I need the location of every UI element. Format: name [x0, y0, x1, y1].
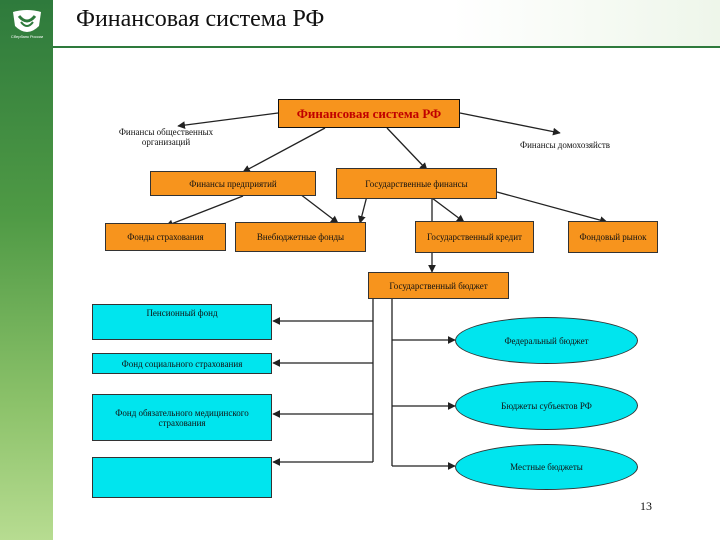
link-root-households	[459, 112, 561, 136]
node-state-credit: Государственный кредит	[415, 221, 534, 253]
node-enterprises: Финансы предприятий	[150, 171, 316, 196]
slide-title: Финансовая система РФ	[76, 6, 325, 32]
header-divider	[53, 46, 720, 48]
sidebar-strip: Сбербанк России	[0, 0, 53, 540]
node-state-budget: Государственный бюджет	[368, 272, 509, 299]
budget-local: Местные бюджеты	[455, 444, 638, 490]
node-extrabudgetary-funds: Внебюджетные фонды	[235, 222, 366, 252]
node-state-finance: Государственные финансы	[336, 168, 497, 199]
node-stock-market: Фондовый рынок	[568, 221, 658, 253]
link-enterprises-extrabudget	[299, 193, 339, 224]
node-households: Финансы домохозяйств	[519, 140, 611, 150]
link-root-state	[386, 127, 428, 171]
link-enterprises-insurance	[165, 195, 244, 228]
page-number: 13	[640, 499, 652, 513]
fund-social-insurance: Фонд социального страхования	[92, 353, 272, 374]
node-insurance-funds: Фонды страхования	[105, 223, 226, 251]
budget-regional: Бюджеты субъектов РФ	[455, 381, 638, 430]
link-state-credit	[431, 197, 465, 223]
link-state-stock	[496, 191, 608, 224]
budget-federal: Федеральный бюджет	[455, 317, 638, 364]
logo-caption: Сбербанк России	[10, 34, 44, 39]
link-root-enterprises	[242, 127, 326, 173]
link-root-public-orgs	[177, 112, 279, 129]
fund-medical-insurance: Фонд обязательного медицинского страхова…	[92, 394, 272, 441]
fund-pension: Пенсионный фонд	[92, 304, 272, 340]
root-financial-system: Финансовая система РФ	[278, 99, 460, 128]
sberbank-logo-icon	[13, 10, 41, 32]
fund-blank	[92, 457, 272, 498]
header-band	[53, 0, 720, 47]
node-public-orgs: Финансы общественных организаций	[118, 127, 214, 147]
